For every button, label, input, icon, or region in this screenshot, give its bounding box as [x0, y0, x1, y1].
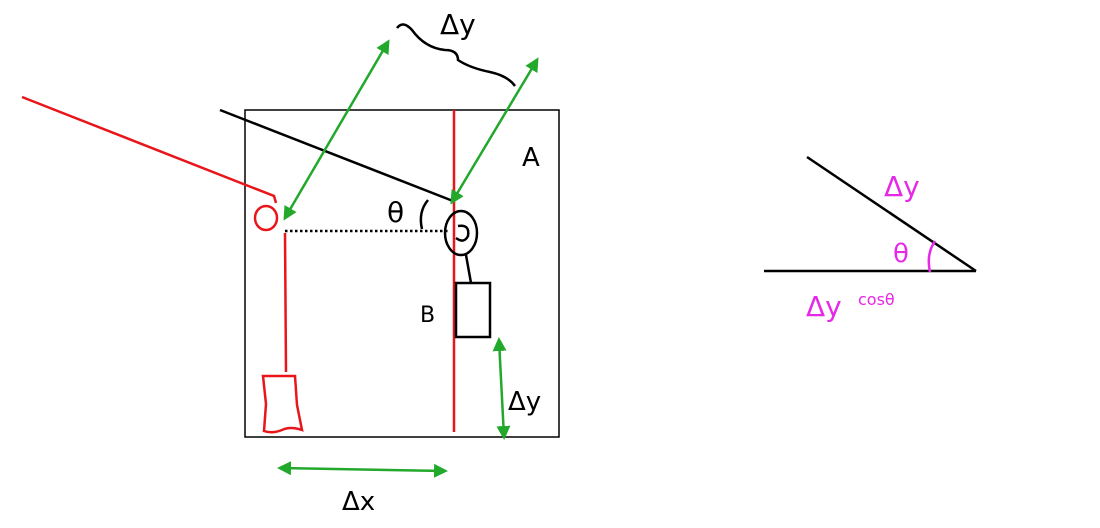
displacement-arrow-left: [283, 39, 390, 221]
triangle-theta-arc: [927, 240, 937, 273]
triangle-theta-label: θ: [893, 239, 909, 269]
point-a-label: A: [522, 143, 540, 173]
delta-y-arrow: [492, 337, 511, 440]
displacement-arrow-right: [450, 57, 539, 205]
triangle-base-cos-label: cosθ: [858, 290, 895, 309]
block-b-label: B: [420, 303, 435, 328]
triangle-hypotenuse: [806, 155, 977, 273]
pulley: [443, 209, 479, 257]
red-rope: [283, 232, 288, 373]
block-b: [454, 281, 492, 339]
pulley-axle: [455, 224, 470, 242]
red-bucket: [261, 374, 304, 434]
red-pulley: [253, 204, 279, 232]
red-incline-line: [21, 95, 278, 204]
block-string: [464, 254, 473, 284]
theta-label: θ: [387, 196, 404, 229]
theta-arc: [419, 199, 429, 230]
triangle-delta-y-label: Δy: [884, 170, 920, 203]
top-delta-y-label: Δy: [440, 8, 476, 41]
triangle-base-label: Δy: [806, 290, 842, 323]
frame-box: [244, 109, 560, 438]
top-brace: [396, 23, 517, 87]
right-delta-y-label: Δy: [508, 387, 541, 417]
delta-x-arrow: [277, 461, 448, 478]
delta-x-label: Δx: [342, 487, 375, 517]
